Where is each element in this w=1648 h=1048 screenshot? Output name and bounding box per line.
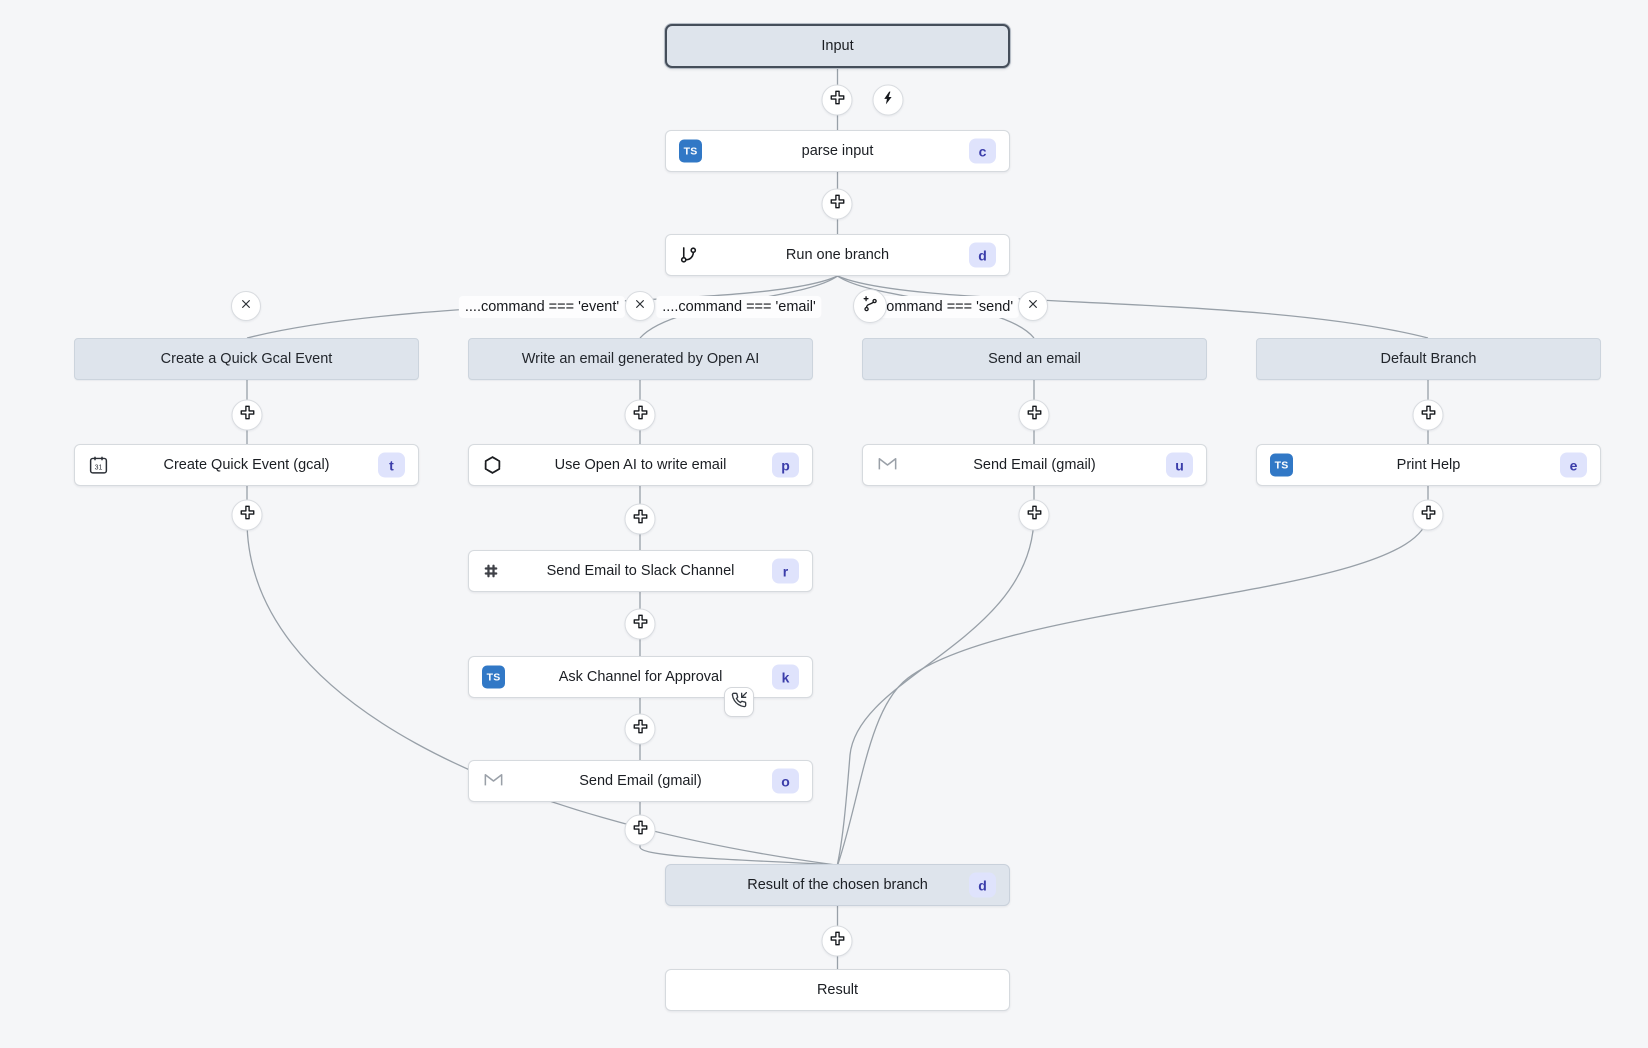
plus-icon (1026, 505, 1042, 526)
node-badge: d (969, 872, 996, 898)
flow-node-send-email-gmail[interactable]: Send Email (gmail) u (862, 444, 1207, 486)
plus-icon (632, 614, 648, 635)
add-step-button[interactable] (1018, 499, 1050, 531)
node-label: Result (816, 982, 859, 998)
add-step-button[interactable] (231, 399, 263, 431)
branch-header-label: Send an email (988, 351, 1081, 367)
add-step-button[interactable] (624, 503, 656, 535)
node-badge: k (772, 664, 799, 690)
node-badge: o (772, 768, 799, 794)
plus-icon (632, 719, 648, 740)
typescript-icon: TS (1270, 453, 1293, 477)
flow-node-result-of-chosen-branch[interactable]: Result of the chosen branch d (665, 864, 1010, 906)
git-branch-icon (679, 246, 698, 265)
flow-node-use-openai-write-email[interactable]: Use Open AI to write email p (468, 444, 813, 486)
node-label: Print Help (1396, 457, 1461, 473)
plus-icon (1420, 505, 1436, 526)
node-label: Run one branch (785, 247, 890, 263)
branch-header-label: Write an email generated by Open AI (521, 351, 760, 367)
typescript-icon: TS (482, 665, 505, 689)
svg-text:31: 31 (95, 464, 103, 471)
add-step-button[interactable] (624, 399, 656, 431)
add-branch-button[interactable] (853, 289, 887, 323)
node-badge: p (772, 452, 799, 478)
flow-node-ask-channel-for-approval[interactable]: TS Ask Channel for Approval k (468, 656, 813, 698)
branch-condition-label-send: ....command === 'send' (856, 296, 1020, 318)
delete-branch-1-button[interactable] (231, 291, 261, 321)
plus-icon (632, 405, 648, 426)
calendar-icon: 31 (88, 455, 109, 476)
add-step-button[interactable] (231, 499, 263, 531)
node-label: Send Email to Slack Channel (546, 563, 735, 579)
phone-incoming-icon (731, 691, 747, 713)
node-badge: u (1166, 452, 1193, 478)
flow-node-run-one-branch[interactable]: Run one branch d (665, 234, 1010, 276)
add-step-button[interactable] (1412, 499, 1444, 531)
add-step-button[interactable] (624, 608, 656, 640)
node-label: Ask Channel for Approval (558, 669, 723, 685)
close-icon (1026, 297, 1040, 316)
add-step-button[interactable] (1018, 399, 1050, 431)
gmail-icon (482, 770, 505, 793)
node-badge: e (1560, 452, 1587, 478)
node-label: Use Open AI to write email (554, 457, 727, 473)
flow-node-result[interactable]: Result (665, 969, 1010, 1011)
branch-header-default-branch[interactable]: Default Branch (1256, 338, 1601, 380)
flow-node-parse-input[interactable]: TS parse input c (665, 130, 1010, 172)
slack-icon (482, 562, 500, 580)
plus-icon (1026, 405, 1042, 426)
node-label: parse input (801, 143, 874, 159)
plus-icon (632, 509, 648, 530)
plus-icon (239, 405, 255, 426)
branch-condition-label-event: ....command === 'event' (458, 296, 626, 318)
flow-node-create-quick-event-gcal[interactable]: 31 Create Quick Event (gcal) t (74, 444, 419, 486)
node-badge: d (969, 242, 996, 268)
plus-icon (829, 931, 845, 952)
add-branch-icon (861, 295, 879, 318)
add-step-button[interactable] (821, 84, 853, 116)
add-step-button[interactable] (1412, 399, 1444, 431)
add-step-button[interactable] (624, 713, 656, 745)
node-badge: r (772, 558, 799, 584)
branch-header-openai-email[interactable]: Write an email generated by Open AI (468, 338, 813, 380)
close-icon (239, 297, 253, 316)
branch-condition-label-email: ....command === 'email' (656, 296, 822, 318)
typescript-icon: TS (679, 139, 702, 163)
flow-node-send-email-gmail-approval[interactable]: Send Email (gmail) o (468, 760, 813, 802)
add-step-button[interactable] (624, 814, 656, 846)
node-label: Create Quick Event (gcal) (163, 457, 330, 473)
delete-branch-2-button[interactable] (625, 291, 655, 321)
plus-icon (632, 820, 648, 841)
node-badge: c (969, 138, 996, 164)
branch-header-create-gcal-event[interactable]: Create a Quick Gcal Event (74, 338, 419, 380)
close-icon (633, 297, 647, 316)
branch-header-label: Default Branch (1380, 351, 1477, 367)
add-step-button[interactable] (821, 925, 853, 957)
lightning-button[interactable] (872, 84, 904, 116)
flow-node-print-help[interactable]: TS Print Help e (1256, 444, 1601, 486)
gmail-icon (876, 454, 899, 477)
node-label: Send Email (gmail) (579, 773, 702, 789)
node-badge: t (378, 452, 405, 478)
node-label: Result of the chosen branch (747, 877, 928, 893)
lightning-icon (881, 90, 896, 110)
approval-indicator[interactable] (724, 687, 754, 717)
flow-node-send-email-slack-channel[interactable]: Send Email to Slack Channel r (468, 550, 813, 592)
branch-header-send-an-email[interactable]: Send an email (862, 338, 1207, 380)
delete-branch-3-button[interactable] (1018, 291, 1048, 321)
node-label: Input (821, 38, 854, 54)
plus-icon (829, 194, 845, 215)
node-label: Send Email (gmail) (973, 457, 1096, 473)
openai-icon (482, 455, 503, 476)
add-step-button[interactable] (821, 188, 853, 220)
flow-node-input[interactable]: Input (665, 24, 1010, 68)
plus-icon (1420, 405, 1436, 426)
plus-icon (239, 505, 255, 526)
branch-header-label: Create a Quick Gcal Event (160, 351, 333, 367)
plus-icon (829, 90, 845, 111)
